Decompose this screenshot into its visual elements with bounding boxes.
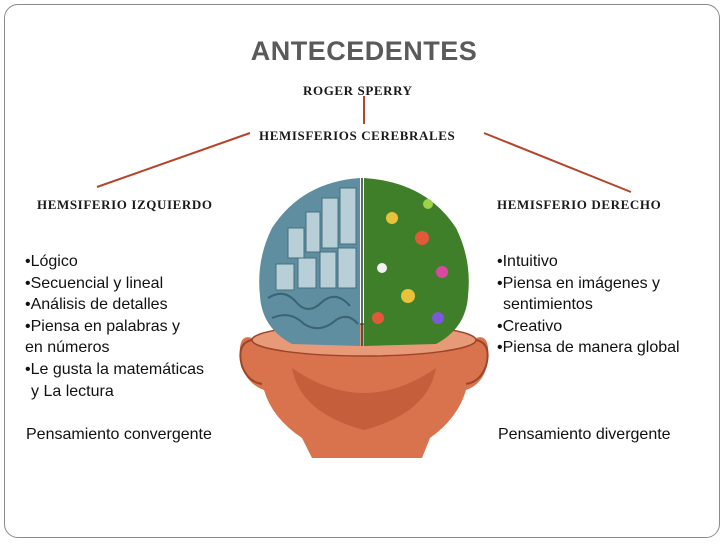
list-item: •Piensa de manera global bbox=[497, 339, 680, 357]
author-label: ROGER SPERRY bbox=[303, 83, 413, 98]
list-item: y La lectura bbox=[31, 382, 114, 400]
list-item: sentimientos bbox=[503, 296, 593, 314]
list-item: •Análisis de detalles bbox=[25, 296, 168, 314]
list-item: •Secuencial y lineal bbox=[25, 274, 164, 292]
right-hemisphere-traits: •Intuitivo •Piensa en imágenes y sentimi… bbox=[497, 251, 680, 359]
list-item: •Lógico bbox=[25, 253, 78, 270]
slide-title: ANTECEDENTES bbox=[250, 36, 478, 66]
ear-left bbox=[239, 339, 263, 385]
head-shadow bbox=[292, 368, 436, 430]
brain-head-illustration bbox=[239, 178, 489, 458]
left-brain-folds bbox=[267, 292, 359, 330]
right-conclusion: Pensamiento divergente bbox=[498, 426, 671, 443]
list-item: en números bbox=[25, 339, 110, 357]
list-item: •Creativo bbox=[497, 317, 563, 335]
list-item: •Piensa en palabras y bbox=[25, 317, 181, 335]
right-hemisphere-heading: HEMISFERIO DERECHO bbox=[497, 197, 662, 212]
root-node-label: HEMISFERIOS CEREBRALES bbox=[259, 128, 456, 143]
list-item: •Piensa en imágenes y bbox=[497, 274, 661, 292]
list-item: •Intuitivo bbox=[497, 253, 558, 270]
left-hemisphere-traits: •Lógico •Secuencial y lineal •Análisis d… bbox=[25, 251, 204, 402]
right-brain-flowers bbox=[372, 199, 448, 324]
list-item: •Le gusta la matemáticas bbox=[25, 360, 205, 378]
left-conclusion: Pensamiento convergente bbox=[26, 426, 212, 443]
left-brain-buildings bbox=[275, 187, 357, 291]
left-hemisphere-heading: HEMSIFERIO IZQUIERDO bbox=[37, 197, 213, 212]
ear-right bbox=[465, 339, 489, 385]
